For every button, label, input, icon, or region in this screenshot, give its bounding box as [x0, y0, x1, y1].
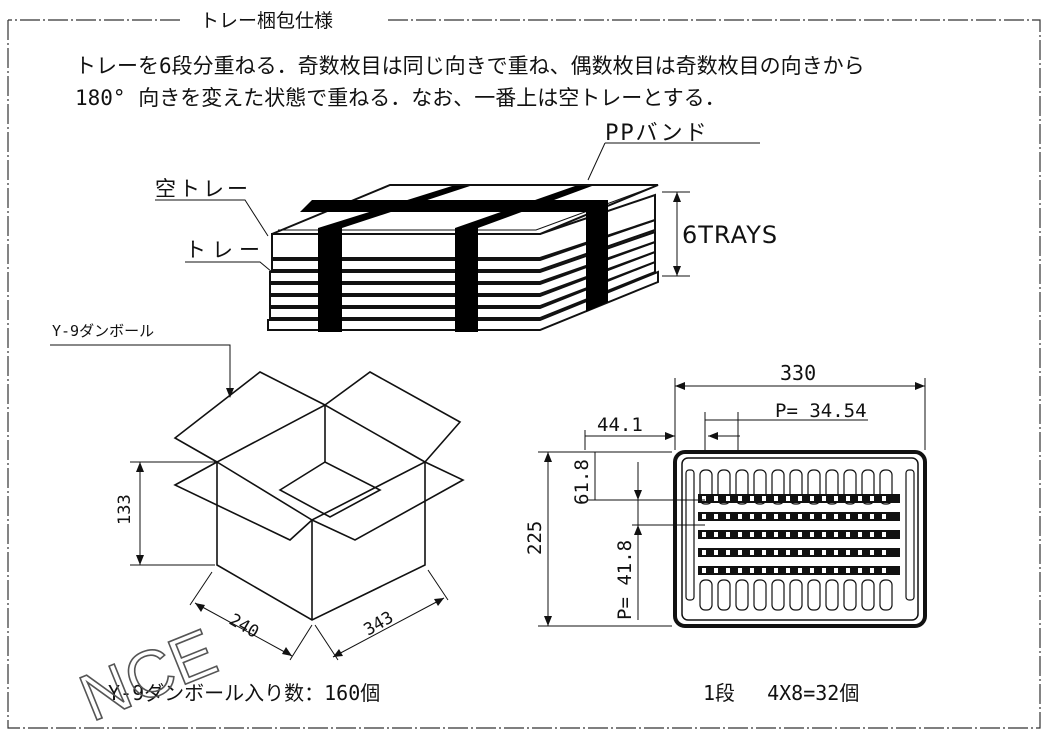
frame-title: トレー梱包仕様	[200, 10, 333, 32]
instruction-line-2: 180° 向きを変えた状態で重ねる．なお、一番上は空トレーとする．	[75, 86, 726, 110]
watermark: NCE	[70, 614, 227, 732]
tray-plan-view	[673, 450, 927, 628]
carton-capacity: Y-9ダンボール入り数：160個	[108, 681, 380, 705]
instruction-line-1: トレーを6段分重ねる．奇数枚目は同じ向きで重ね、偶数枚目は奇数枚目の向きから	[75, 54, 865, 78]
carton-label: Y-9ダンボール	[52, 322, 154, 340]
tray-height-dim: 225	[524, 521, 546, 555]
carton-illustration	[173, 371, 465, 621]
tray-pitch-y-dim: P= 41.8	[614, 540, 636, 620]
tray-stack-illustration	[267, 184, 659, 332]
carton-depth-dim: 343	[361, 608, 398, 641]
pp-band-label: PPバンド	[605, 121, 709, 146]
carton-height-dim: 133	[115, 494, 135, 525]
carton-width-dim: 240	[226, 610, 263, 643]
tray-width-dim: 330	[780, 361, 816, 385]
tray-label: トレー	[185, 238, 266, 262]
tray-offset-x-dim: 44.1	[597, 414, 643, 436]
tray-pitch-x-dim: P= 34.54	[775, 400, 867, 422]
frame-border	[7, 19, 1041, 729]
tray-offset-y-dim: 61.8	[571, 459, 593, 505]
tray-layer-count: 1段 4X8=32個	[703, 681, 859, 705]
six-trays-dimension: 6TRAYS	[682, 221, 778, 249]
empty-tray-label: 空トレー	[155, 177, 251, 201]
